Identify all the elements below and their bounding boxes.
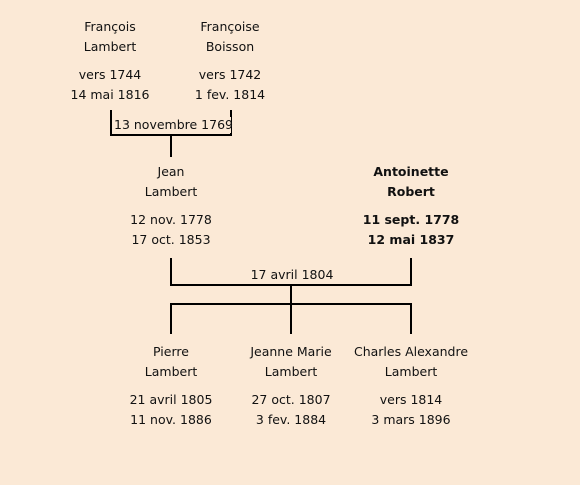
birth-date: vers 1744	[78, 67, 142, 82]
person-dates: 11 sept. 1778 12 mai 1837	[336, 210, 486, 250]
person-dates: vers 1742 1 fev. 1814	[155, 65, 305, 105]
death-date: 1 fev. 1814	[194, 87, 266, 102]
person-pierre-lambert: Pierre Lambert 21 avril 1805 11 nov. 188…	[96, 342, 246, 430]
death-date: 17 oct. 1853	[131, 232, 211, 247]
death-date: 11 nov. 1886	[130, 412, 212, 427]
birth-date: vers 1742	[198, 67, 262, 82]
birth-date: 11 sept. 1778	[362, 212, 460, 227]
person-antoinette-robert: Antoinette Robert 11 sept. 1778 12 mai 1…	[336, 162, 486, 250]
birth-date: 27 oct. 1807	[251, 392, 331, 407]
death-date: 3 mars 1896	[371, 412, 451, 427]
person-dates: vers 1814 3 mars 1896	[336, 390, 486, 430]
marriage-date-parents: 17 avril 1804	[236, 267, 348, 283]
death-date: 3 fev. 1884	[255, 412, 327, 427]
birth-date: 12 nov. 1778	[130, 212, 212, 227]
person-francoise-boisson: Françoise Boisson vers 1742 1 fev. 1814	[155, 17, 305, 105]
birth-date: vers 1814	[379, 392, 443, 407]
person-jean-lambert: Jean Lambert 12 nov. 1778 17 oct. 1853	[96, 162, 246, 250]
person-name: Françoise Boisson	[200, 19, 260, 54]
person-name: Jean Lambert	[144, 164, 198, 199]
person-francois-lambert: François Lambert vers 1744 14 mai 1816	[35, 17, 185, 105]
person-name: Charles Alexandre Lambert	[353, 344, 469, 379]
death-date: 12 mai 1837	[367, 232, 455, 247]
marriage-date-grandparents: 13 novembre 1769	[113, 117, 233, 133]
death-date: 14 mai 1816	[70, 87, 150, 102]
person-name: Jeanne Marie Lambert	[250, 344, 332, 379]
person-dates: vers 1744 14 mai 1816	[35, 65, 185, 105]
person-jeanne-marie-lambert: Jeanne Marie Lambert 27 oct. 1807 3 fev.…	[216, 342, 366, 430]
person-name: Pierre Lambert	[144, 344, 198, 379]
person-name: Antoinette Robert	[373, 164, 449, 199]
birth-date: 21 avril 1805	[129, 392, 213, 407]
person-dates: 27 oct. 1807 3 fev. 1884	[216, 390, 366, 430]
person-dates: 21 avril 1805 11 nov. 1886	[96, 390, 246, 430]
person-name: François Lambert	[83, 19, 137, 54]
person-dates: 12 nov. 1778 17 oct. 1853	[96, 210, 246, 250]
person-charles-alexandre-lambert: Charles Alexandre Lambert vers 1814 3 ma…	[336, 342, 486, 430]
